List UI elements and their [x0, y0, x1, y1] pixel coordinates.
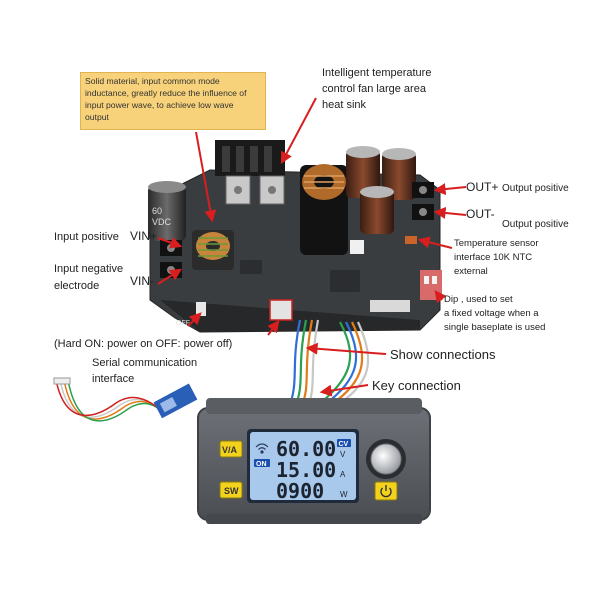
unit-w: W — [340, 490, 348, 499]
temp-sensor-line-1: Temperature sensor — [454, 238, 538, 249]
cap-label-bottom: VDC — [152, 217, 172, 227]
va-button-label: V/A — [222, 445, 238, 455]
off-label: OFF — [176, 320, 190, 327]
arrow-power-switch — [187, 312, 202, 327]
dip-line-1: Dip , used to set — [444, 294, 513, 305]
vin-pos-label: Input positive — [54, 231, 119, 243]
heatsink-label-line-2: control fan large area — [322, 83, 427, 95]
arrow-dip — [434, 290, 447, 304]
serial-header — [269, 299, 293, 321]
out-pos-tag: OUT+ — [466, 180, 498, 194]
temp-sensor-label: Temperature sensor interface 10K NTC ext… — [454, 238, 538, 277]
power-icon — [380, 485, 392, 498]
unit-a: A — [340, 470, 346, 479]
out-pos-label: Output positive — [502, 183, 569, 194]
fan-connector — [350, 240, 364, 254]
arrow-show-conn — [305, 342, 387, 355]
arrow-serial — [267, 320, 280, 336]
serial-module — [53, 377, 198, 422]
current-readout: 15.00 — [276, 458, 336, 482]
arrow-out-pos — [433, 183, 467, 196]
arrow-inductor — [195, 131, 217, 223]
dip-line-2: a fixed voltage when a — [444, 308, 539, 319]
unit-v: V — [340, 450, 346, 459]
arrow-temp — [417, 236, 453, 249]
wifi-icon — [255, 443, 269, 454]
sw-button-label: SW — [224, 486, 239, 496]
callout-line-1: Solid material, input common mode — [85, 76, 220, 86]
power-readout: 0900 — [276, 479, 324, 503]
power-switch — [196, 302, 206, 316]
vin-neg-label-line-2: electrode — [54, 280, 99, 292]
output-terminals — [412, 182, 434, 220]
out-neg-tag: OUT- — [466, 207, 495, 221]
va-button[interactable] — [219, 440, 243, 458]
display-unit: ON CV 60.00 15.00 0900 V A W V/A SW — [197, 398, 431, 524]
callout-line-4: output — [85, 112, 109, 122]
heatsink — [215, 140, 285, 205]
cap-label-top: 60 — [152, 206, 162, 216]
arrow-key-conn — [319, 384, 369, 397]
vin-pos-tag: VIN+ — [130, 229, 157, 243]
vin-neg-tag: VIN- — [130, 274, 154, 288]
temp-sensor-line-2: interface 10K NTC — [454, 252, 532, 263]
output-capacitors — [346, 146, 416, 234]
cv-badge — [337, 439, 351, 447]
lcd-screen — [250, 432, 356, 500]
input-inductor — [192, 230, 234, 270]
voltage-readout: 60.00 — [276, 437, 336, 461]
out-neg-label: Output positive — [502, 219, 569, 230]
key-cable — [311, 321, 370, 411]
on-badge — [254, 459, 270, 467]
sw-button[interactable] — [219, 481, 243, 499]
ntc-connector — [405, 236, 417, 244]
heatsink-label: Intelligent temperature control fan larg… — [322, 67, 431, 111]
arrow-vin-neg — [157, 268, 183, 285]
arrow-vin-pos — [157, 237, 183, 249]
arrow-heatsink — [280, 97, 317, 165]
toroid-inductor — [300, 164, 348, 255]
callout-line-2: inductance, greatly reduce the influence… — [85, 88, 247, 98]
cv-badge-text: CV — [339, 441, 349, 448]
serial-label-line-2: interface — [92, 373, 134, 385]
input-capacitor: 60 VDC — [148, 181, 186, 241]
temp-sensor-line-3: external — [454, 266, 488, 277]
heatsink-label-line-1: Intelligent temperature — [322, 67, 431, 79]
hard-on-label: (Hard ON: power on OFF: power off) — [54, 338, 232, 350]
on-badge-text: ON — [256, 461, 267, 468]
inductor-callout: Solid material, input common mode induct… — [80, 72, 266, 130]
callout-arrows — [157, 97, 467, 397]
dip-line-3: single baseplate is used — [444, 322, 545, 333]
rotary-knob[interactable] — [370, 443, 402, 475]
white-connector — [370, 300, 410, 312]
dip-label: Dip , used to set a fixed voltage when a… — [444, 294, 545, 333]
heatsink-label-line-3: heat sink — [322, 99, 367, 111]
vin-neg-label-line-1: Input negative — [54, 263, 123, 275]
key-connection-label: Key connection — [372, 378, 461, 393]
display-cable — [286, 319, 320, 411]
callout-line-3: input power wave, to achieve low wave — [85, 100, 234, 110]
arrow-out-neg — [433, 206, 467, 219]
show-connections-label: Show connections — [390, 347, 496, 362]
serial-label-line-1: Serial communication — [92, 357, 197, 369]
